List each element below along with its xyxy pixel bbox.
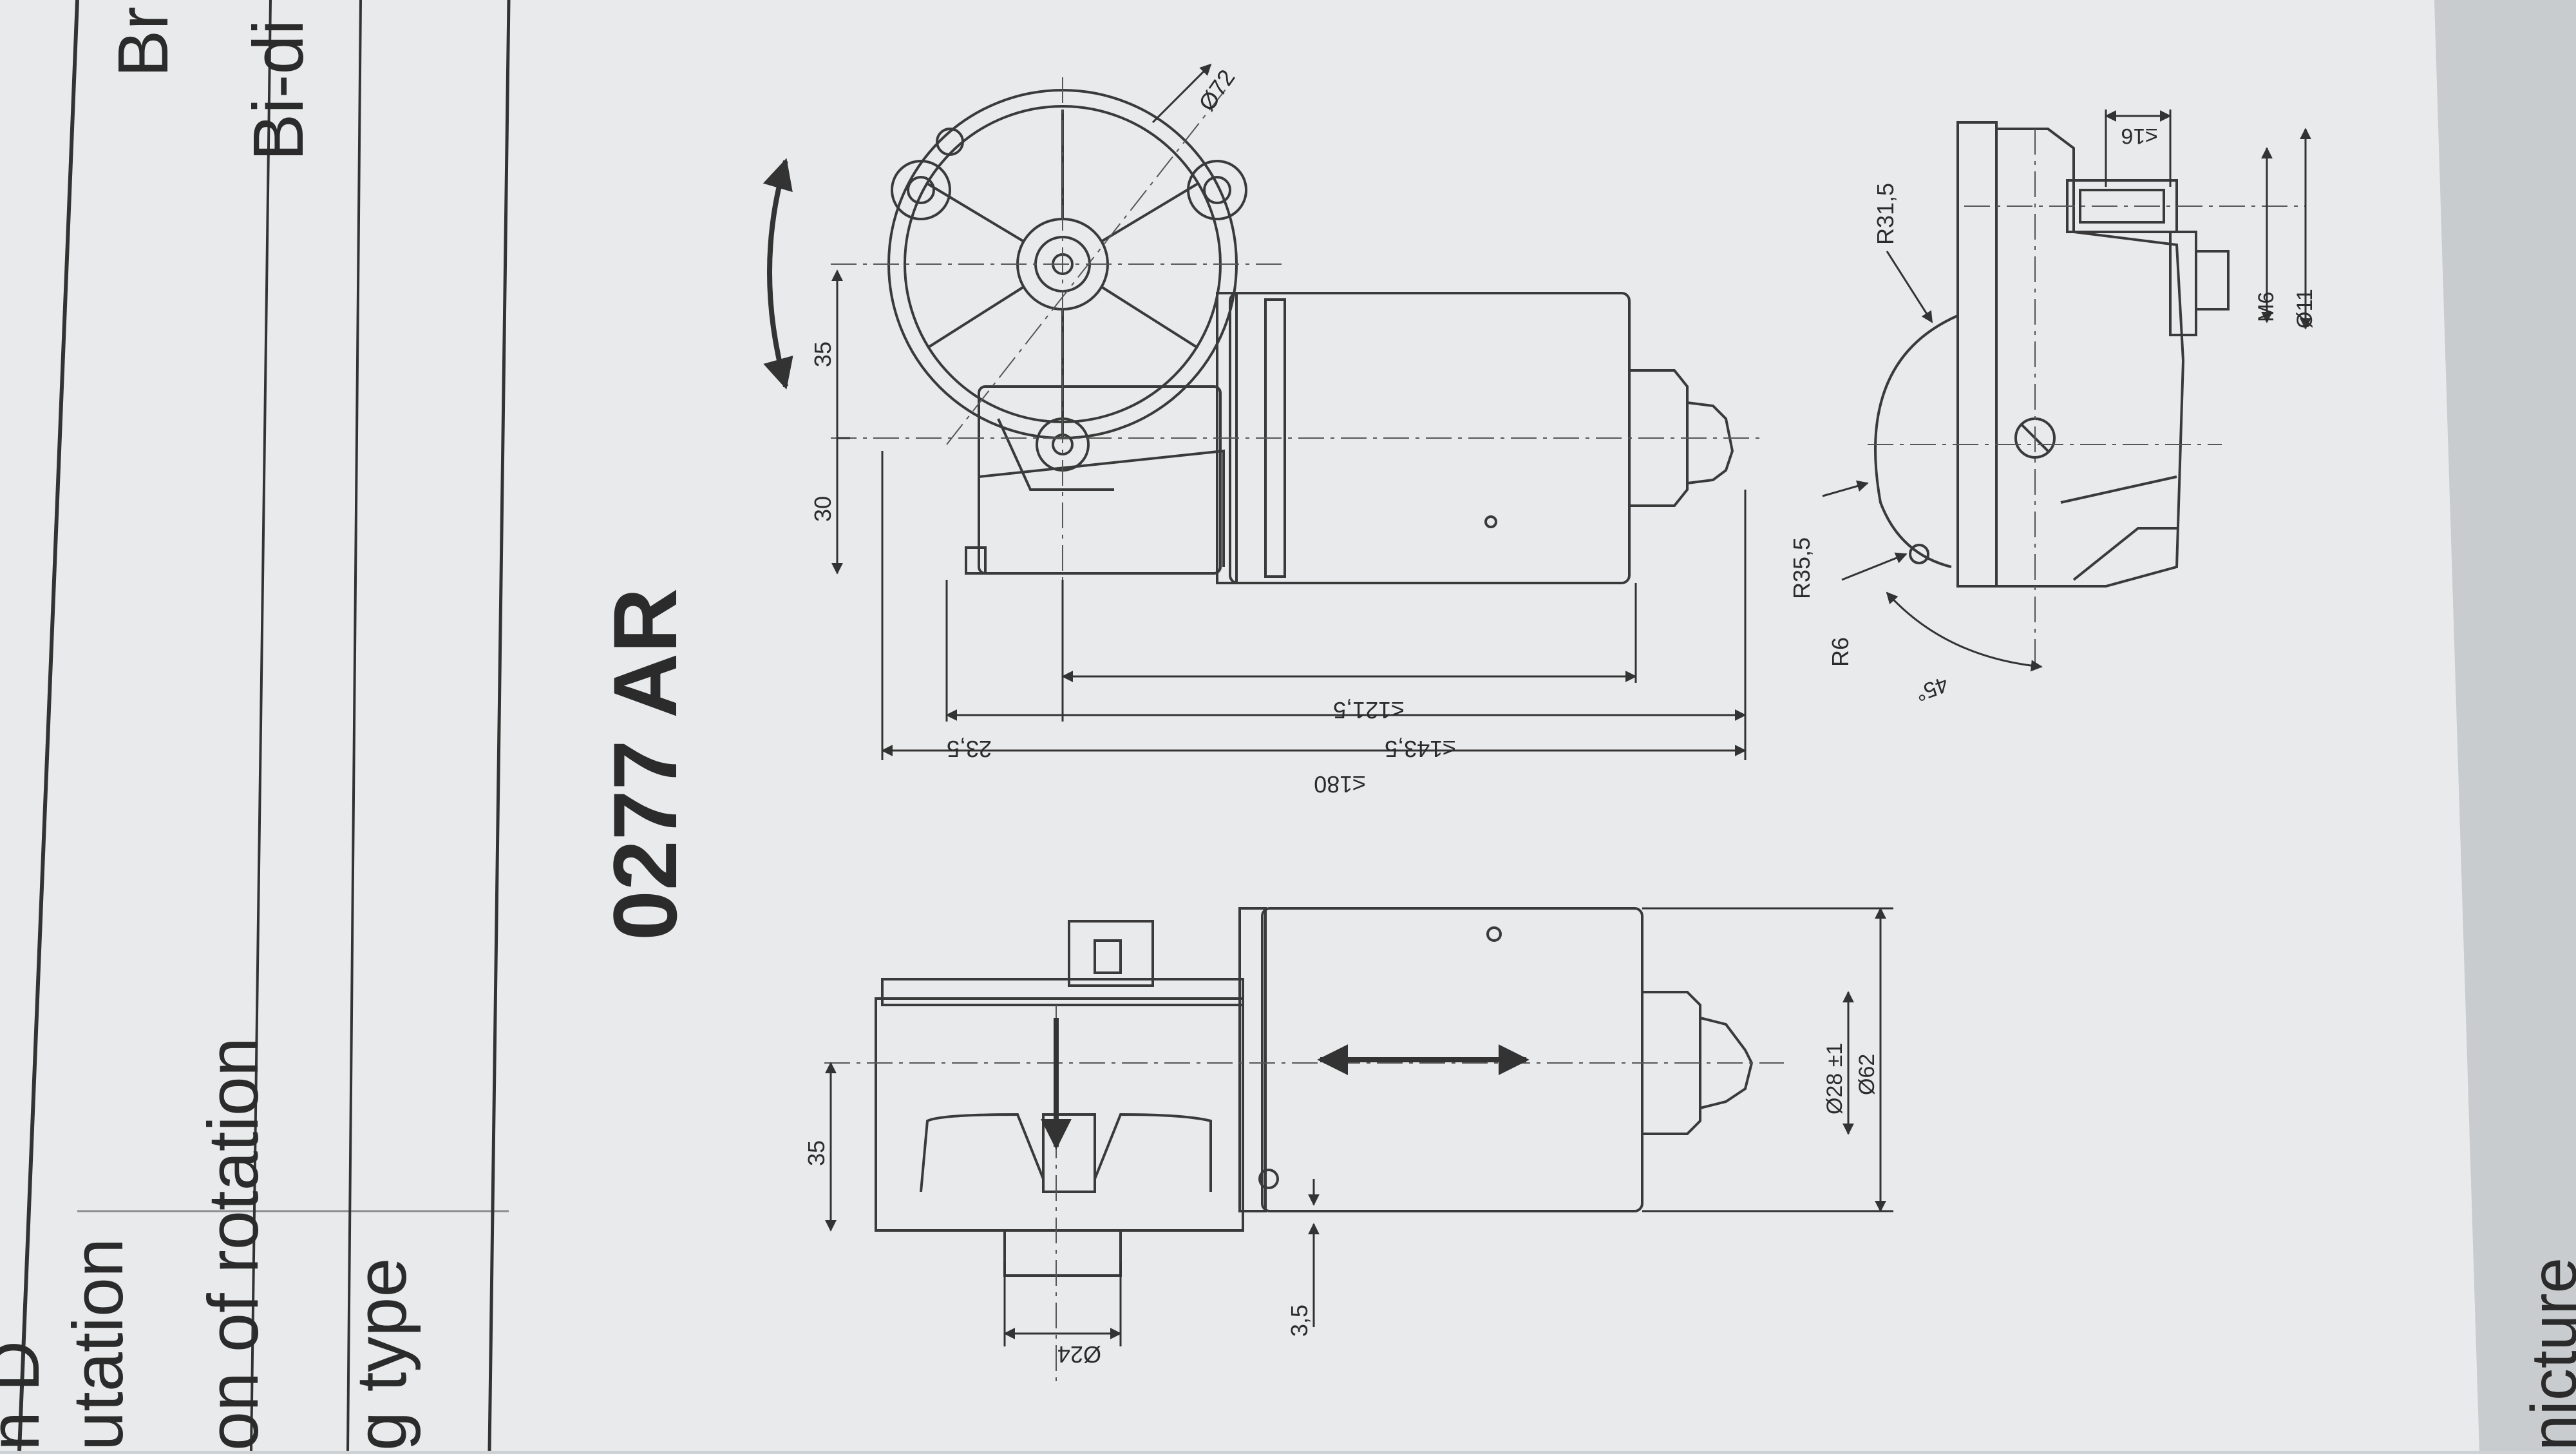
bottom-right-word: nicture xyxy=(2518,1258,2576,1451)
dim-121-5: ≤121,5 xyxy=(1333,697,1404,723)
rotation-arrow xyxy=(762,158,793,390)
table-label-type: g type xyxy=(342,1258,421,1451)
table-label-direction: on of rotation xyxy=(194,1037,273,1451)
dim-r35-5: R35,5 xyxy=(1788,537,1815,599)
table-value-commutation: Br xyxy=(104,6,183,77)
centerlines-side xyxy=(1868,129,2306,670)
dim-30-top: 30 xyxy=(810,496,836,522)
dim-35-top: 35 xyxy=(810,341,836,367)
spec-table-labels: n D utation on of rotation g type Br Bi-… xyxy=(0,6,2576,1451)
table-label-commutation: utation xyxy=(59,1238,138,1451)
dim-r6: R6 xyxy=(1827,637,1853,667)
table-label-1: n D xyxy=(0,1341,54,1451)
table-value-direction: Bi-di xyxy=(239,19,318,161)
table-column-line xyxy=(346,0,362,1451)
dimension-lines-bottom xyxy=(825,907,1893,1346)
dim-35-bottom: 35 xyxy=(803,1140,829,1166)
table-column-line xyxy=(250,0,272,1451)
table-border-line xyxy=(17,0,79,1451)
dimension-lines-top xyxy=(831,63,1747,760)
paper xyxy=(0,0,2479,1451)
dim-d28: Ø28 ±1 xyxy=(1823,1043,1847,1114)
dimension-labels: 0277 AR Ø72 35 30 23,5 ≤121,5 ≤143,5 ≤18… xyxy=(594,64,2317,1368)
dim-23-5: 23,5 xyxy=(947,736,992,762)
bottom-view-motor xyxy=(875,907,1754,1277)
dim-r31-5: R31,5 xyxy=(1872,183,1899,245)
dim-3-5: 3,5 xyxy=(1286,1305,1312,1337)
dim-180: ≤180 xyxy=(1314,771,1365,798)
dim-143-5: ≤143,5 xyxy=(1385,736,1455,762)
dim-d62: Ø62 xyxy=(1855,1054,1879,1095)
dim-d11: Ø11 xyxy=(2293,289,2317,329)
table-column-line xyxy=(488,0,511,1451)
dim-16: ≤16 xyxy=(2121,124,2157,148)
dimension-lines-side xyxy=(1822,110,2311,672)
model-title: 0277 AR xyxy=(594,588,696,941)
side-view-gearbox xyxy=(1874,121,2230,588)
dim-m6: M6 xyxy=(2254,292,2278,322)
dim-d24: Ø24 xyxy=(1057,1341,1101,1368)
centerlines-top xyxy=(831,77,1765,580)
